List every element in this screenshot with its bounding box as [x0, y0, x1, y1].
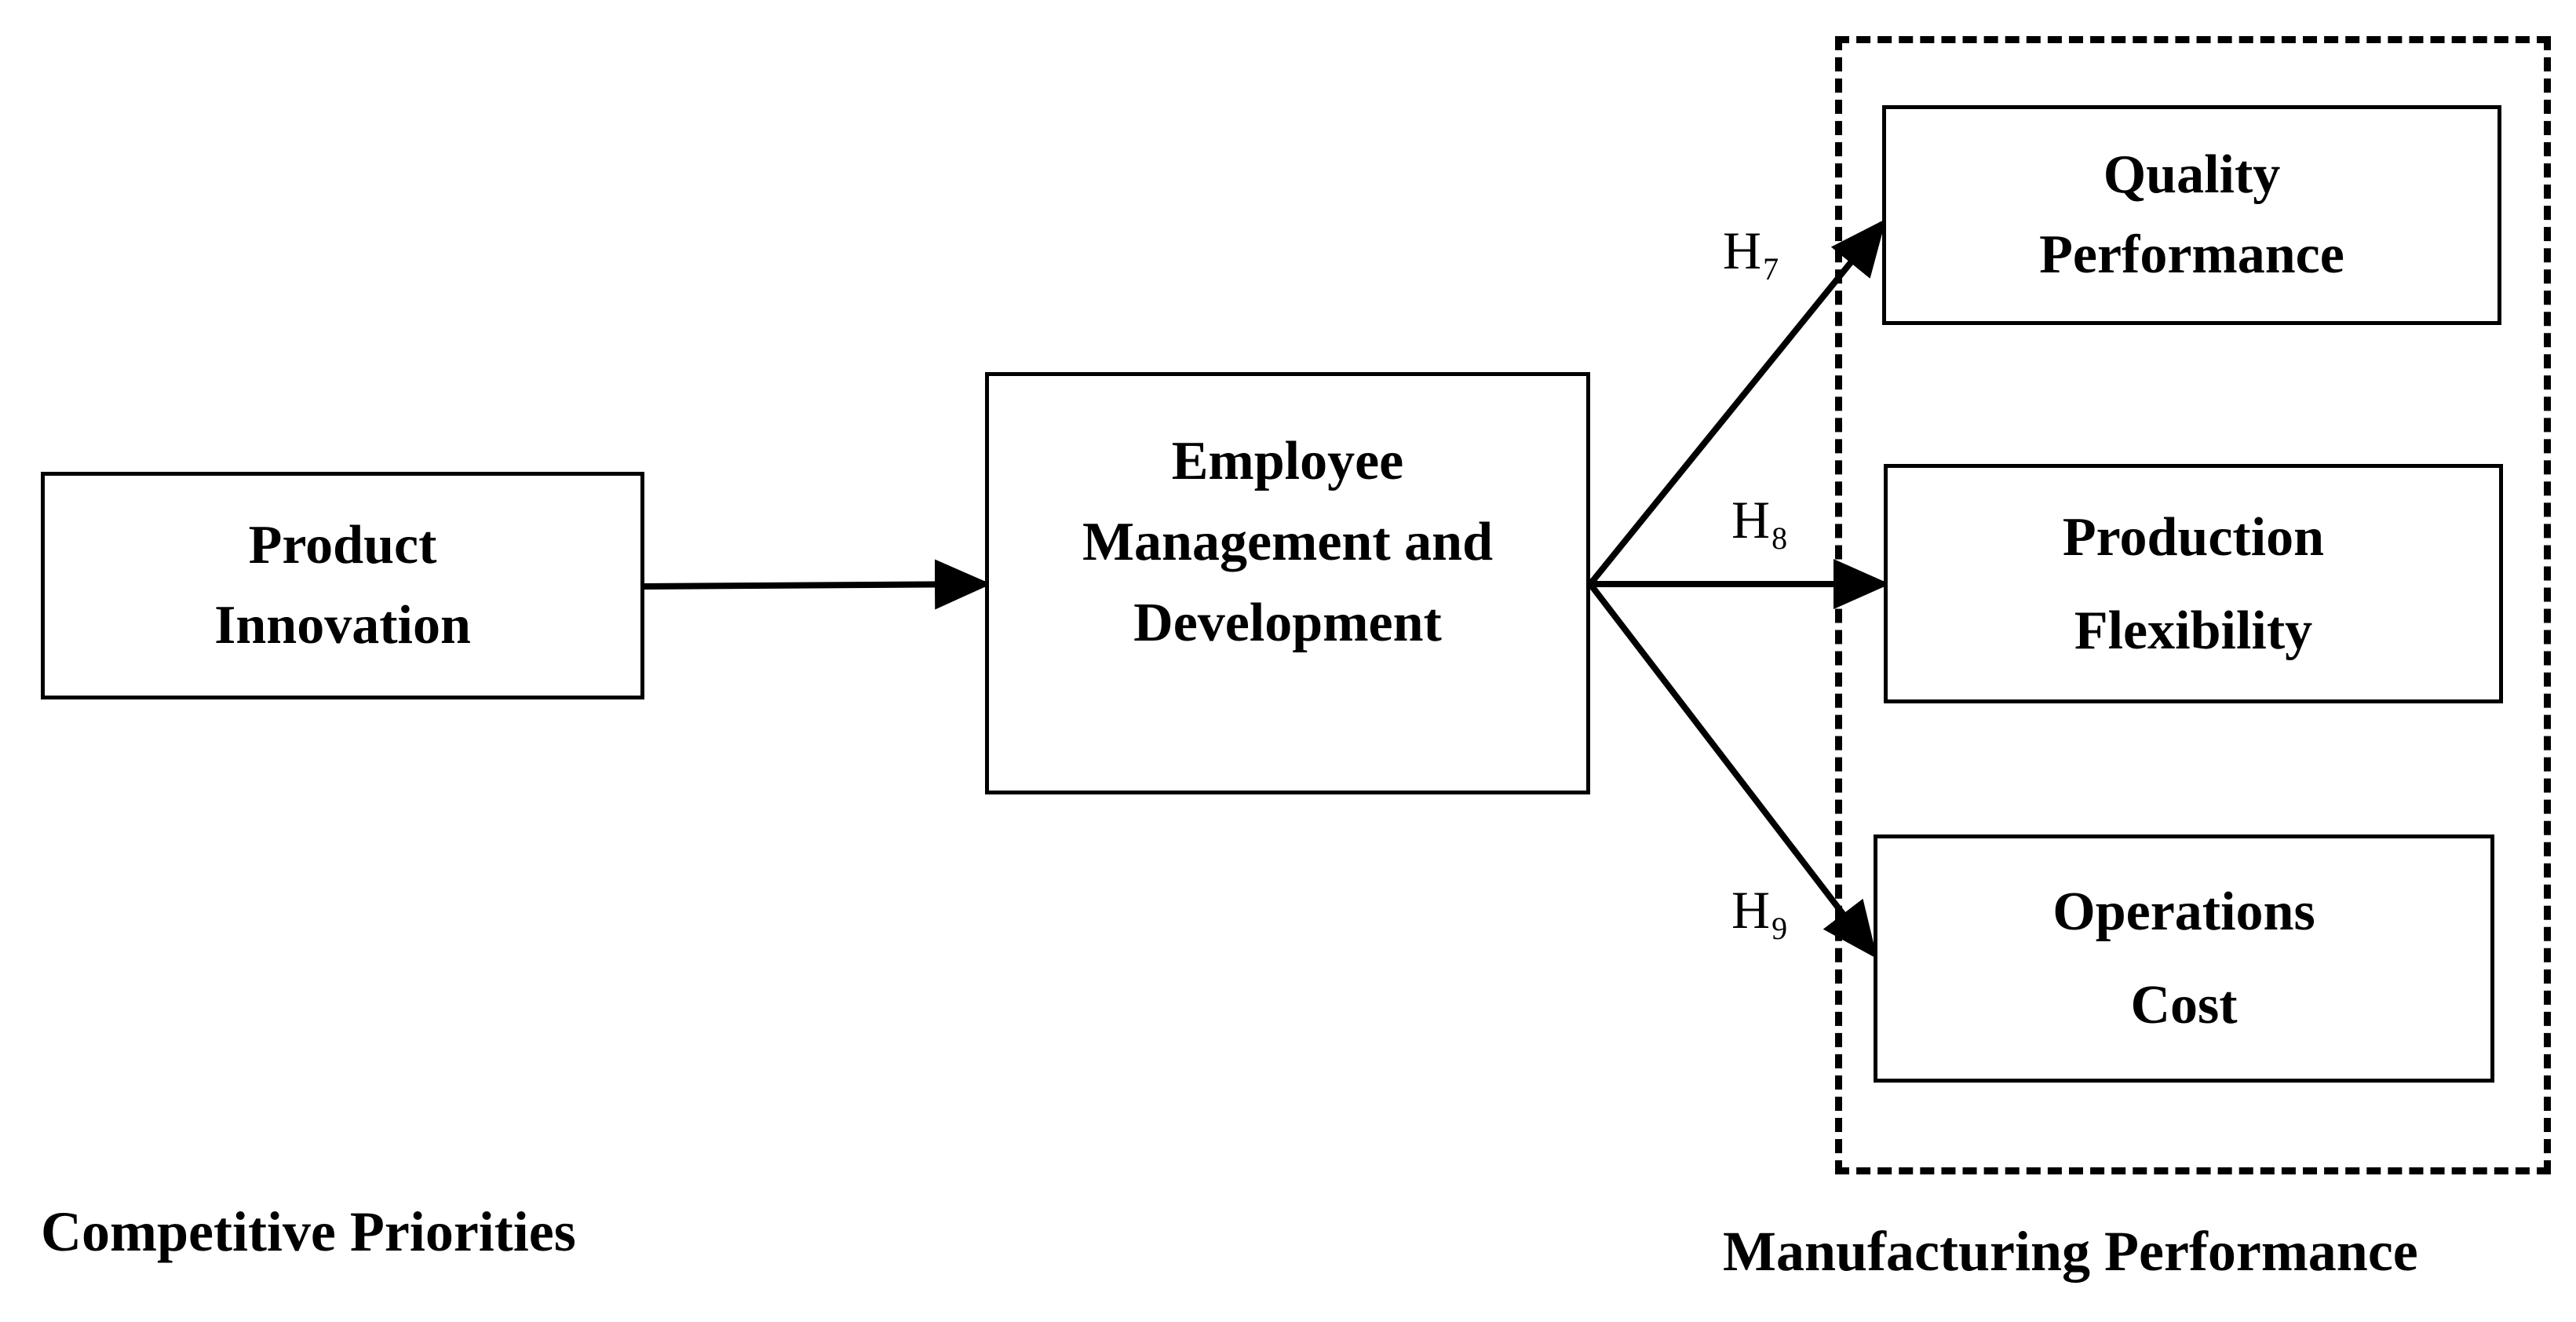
hypothesis-h7-letter: H: [1723, 221, 1762, 280]
hypothesis-h8-number: 8: [1771, 520, 1788, 556]
employee-management-line-2: Management and: [1082, 511, 1494, 572]
hypothesis-h9-letter: H: [1731, 880, 1771, 940]
hypothesis-h9-number: 9: [1771, 911, 1788, 946]
product-innovation-line-1: Product: [248, 514, 437, 575]
quality-performance-line-1: Quality: [2103, 144, 2281, 205]
operations-cost-line-1: Operations: [2052, 882, 2315, 942]
operations-cost-line-2: Cost: [2130, 975, 2238, 1035]
arrow-employee-to-quality: [1587, 218, 1887, 586]
arrow-employee-to-cost: [1587, 582, 1877, 959]
product-innovation-box: Product Innovation: [41, 472, 644, 699]
quality-performance-line-2: Performance: [2039, 225, 2344, 285]
quality-performance-box: Quality Performance: [1882, 105, 2501, 325]
hypothesis-h7-number: 7: [1763, 251, 1779, 287]
product-innovation-line-2: Innovation: [214, 595, 471, 656]
product-innovation-text: Product Innovation: [214, 506, 471, 666]
operations-cost-box: Operations Cost: [1874, 834, 2494, 1083]
hypothesis-h8-letter: H: [1731, 490, 1771, 550]
employee-management-text: Employee Management and Development: [1082, 422, 1493, 664]
employee-management-box: Employee Management and Development: [985, 372, 1590, 794]
hypothesis-h7-label: H7: [1723, 224, 1779, 285]
operations-cost-text: Operations Cost: [2052, 865, 2315, 1052]
employee-management-line-3: Development: [1133, 592, 1442, 653]
hypothesis-h9-label: H9: [1731, 883, 1787, 944]
competitive-priorities-caption: Competitive Priorities: [41, 1200, 576, 1263]
production-flexibility-line-2: Flexibility: [2074, 600, 2313, 661]
arrow-innovation-to-employee: [644, 559, 991, 610]
production-flexibility-line-1: Production: [2062, 506, 2325, 568]
production-flexibility-box: Production Flexibility: [1884, 464, 2503, 703]
production-flexibility-text: Production Flexibility: [2063, 491, 2324, 677]
employee-management-line-1: Employee: [1171, 431, 1404, 491]
manufacturing-performance-group-boundary: [1835, 36, 2551, 1174]
manufacturing-performance-caption: Manufacturing Performance: [1723, 1220, 2418, 1283]
hypothesis-h8-label: H8: [1731, 493, 1787, 554]
quality-performance-text: Quality Performance: [2039, 135, 2344, 295]
